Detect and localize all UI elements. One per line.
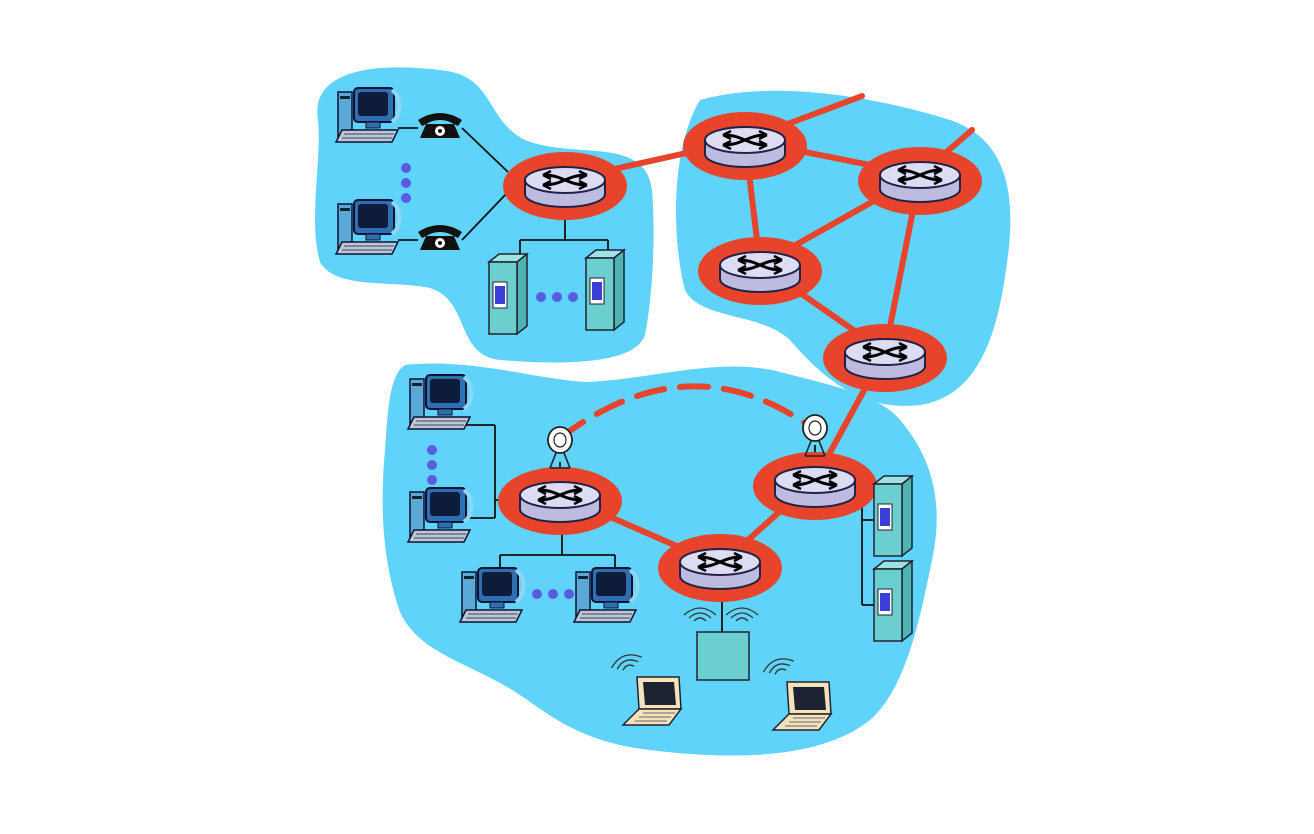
access-links: [398, 127, 875, 632]
router-icon: [678, 547, 762, 591]
router-icon: [718, 250, 802, 294]
satellite-link: [557, 383, 815, 441]
desktop-icon: [334, 86, 402, 144]
ellipsis-dots-icon: [427, 445, 437, 485]
router-icon: [773, 465, 857, 509]
isp-router-b: [858, 147, 982, 215]
server-icon: [585, 249, 625, 331]
enterprise-router-center: [658, 534, 782, 602]
router-icon: [843, 337, 927, 381]
access-point-icon: [696, 631, 750, 681]
enterprise-router-right: [753, 452, 877, 520]
isp-router-c: [698, 237, 822, 305]
home-network-region: [315, 67, 654, 363]
enterprise-router-left: [498, 467, 622, 535]
ellipsis-dots-icon: [536, 292, 578, 302]
desktop-icon: [458, 566, 526, 624]
ellipsis-dots-icon: [401, 163, 411, 203]
home-edge-router: [503, 152, 627, 220]
router-icon: [523, 165, 607, 209]
server-icon: [873, 475, 913, 557]
ellipsis-dots-icon: [532, 589, 574, 599]
server-icon: [873, 560, 913, 642]
router-icon: [878, 160, 962, 204]
router-icon: [518, 480, 602, 524]
server-icon: [488, 253, 528, 335]
router-icon: [703, 125, 787, 169]
desktop-icon: [334, 198, 402, 256]
desktop-icon: [406, 486, 474, 544]
desktop-icon: [406, 373, 474, 431]
desktop-icon: [572, 566, 640, 624]
isp-router-a: [683, 112, 807, 180]
isp-router-d: [823, 324, 947, 392]
